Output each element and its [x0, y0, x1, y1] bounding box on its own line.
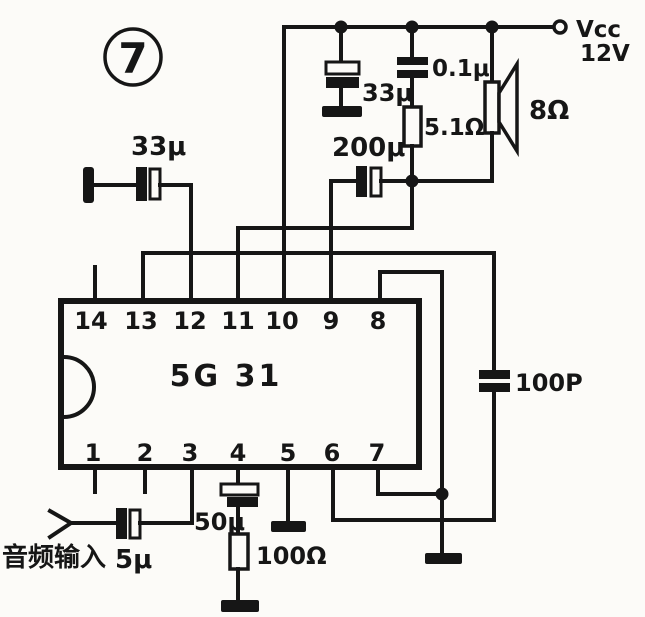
- pin-label-12: 12: [173, 307, 206, 335]
- pin-label-7: 7: [369, 439, 386, 467]
- filter-cap-label: 33μ: [362, 79, 413, 107]
- pin-label-13: 13: [124, 307, 157, 335]
- vcc-voltage-label: 12V: [580, 41, 630, 67]
- decoupling-cap-plate-bottom: [227, 497, 258, 507]
- zobel-resistor-body: [402, 105, 423, 148]
- junction-dot: [435, 487, 449, 501]
- feedback-resistor-body: [228, 532, 250, 571]
- vcc-terminal: [552, 19, 568, 35]
- junction-dot: [485, 20, 499, 34]
- output-cap-label: 200μ: [332, 133, 405, 163]
- figure-number: 7: [118, 34, 147, 83]
- comp-cap-plate-bottom: [479, 383, 510, 392]
- figure-number-circle: [103, 27, 163, 87]
- bypass-cap-plate-top: [397, 57, 428, 65]
- pin7-ground-bar: [425, 553, 462, 564]
- bypass-cap-label: 0.1μ: [432, 56, 490, 82]
- zobel-resistor-label: 5.1Ω: [424, 115, 484, 141]
- filter-cap-ground-bar: [322, 106, 362, 117]
- terminal-cap-plate-left: [136, 167, 147, 201]
- audio-input-label: 音频输入: [2, 542, 106, 573]
- input-terminal-bar: [83, 167, 94, 203]
- ic-name: 5G 31: [170, 359, 283, 394]
- feedback-resistor-label: 100Ω: [256, 542, 327, 570]
- input-cap-plate-left: [116, 508, 127, 539]
- output-cap-plate-left: [356, 166, 367, 197]
- pin-label-2: 2: [137, 439, 154, 467]
- comp-cap-plate-top: [479, 370, 510, 379]
- bypass-cap-plate-bottom: [397, 70, 428, 78]
- pin-label-9: 9: [323, 307, 340, 335]
- junction-dot: [405, 20, 419, 34]
- audio-input-arrow-icon: [47, 508, 75, 540]
- pin-label-5: 5: [280, 439, 297, 467]
- filter-cap-plate-bottom: [326, 77, 359, 88]
- feedback-ground-bar: [221, 600, 259, 612]
- junction-dot: [334, 20, 348, 34]
- vcc-label: Vcc: [576, 17, 621, 43]
- speaker-cone: [497, 57, 519, 158]
- pin-label-1: 1: [85, 439, 102, 467]
- pin-label-6: 6: [324, 439, 341, 467]
- input-terminal-cap-label: 33μ: [131, 132, 186, 162]
- ic-notch: [61, 354, 96, 420]
- pin-label-4: 4: [230, 439, 247, 467]
- pin-label-14: 14: [74, 307, 107, 335]
- junction-dot: [405, 174, 419, 188]
- pin-label-3: 3: [182, 439, 199, 467]
- speaker-driver: [483, 80, 501, 135]
- comp-cap-label: 100P: [515, 369, 583, 397]
- pin-label-8: 8: [370, 307, 387, 335]
- pin5-ground-bar: [271, 521, 306, 532]
- decoupling-cap-plate-top: [219, 482, 260, 497]
- speaker-label: 8Ω: [529, 96, 569, 126]
- pin-label-11: 11: [221, 307, 254, 335]
- pin-label-10: 10: [265, 307, 298, 335]
- filter-cap-plate-top: [324, 60, 361, 76]
- input-cap-label: 5μ: [115, 545, 152, 575]
